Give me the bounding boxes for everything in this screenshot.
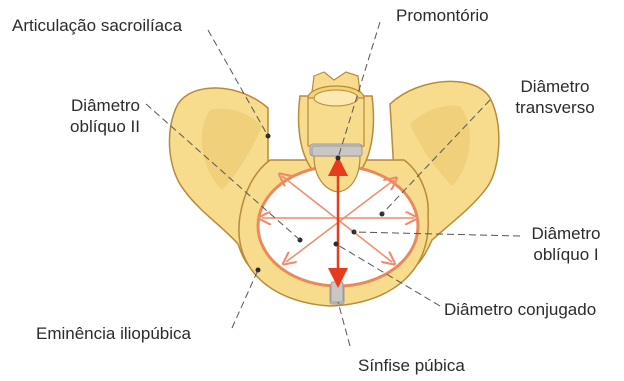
label-eminencia-iliopubica: Eminência iliopúbica <box>36 324 191 344</box>
vertebra-top <box>314 90 358 106</box>
iliopubic-point <box>256 268 261 273</box>
promontory-disc-front <box>312 146 362 156</box>
label-articulacao-sacroiliaca: Articulação sacroilíaca <box>12 16 182 36</box>
pelvis-bone <box>169 72 498 306</box>
label-diametro-obliquo-i-line1: Diâmetro <box>516 224 616 244</box>
promontory-point <box>336 156 341 161</box>
label-sinfise-pubica: Sínfise púbica <box>358 356 465 376</box>
leader-sinfise <box>338 302 350 346</box>
leader-eminencia <box>232 270 258 328</box>
label-diametro-transverso-line2: transverso <box>500 98 610 118</box>
label-diametro-transverso-line1: Diâmetro <box>500 77 610 97</box>
symphysis-front <box>331 282 343 302</box>
label-promontorio: Promontório <box>396 6 489 26</box>
label-diametro-obliquo-i-line2: oblíquo I <box>516 245 616 265</box>
label-diametro-conjugado: Diâmetro conjugado <box>444 300 596 320</box>
label-diametro-obliquo-ii-line1: Diâmetro <box>36 96 140 116</box>
label-diametro-obliquo-ii-line2: oblíquo II <box>36 117 140 137</box>
